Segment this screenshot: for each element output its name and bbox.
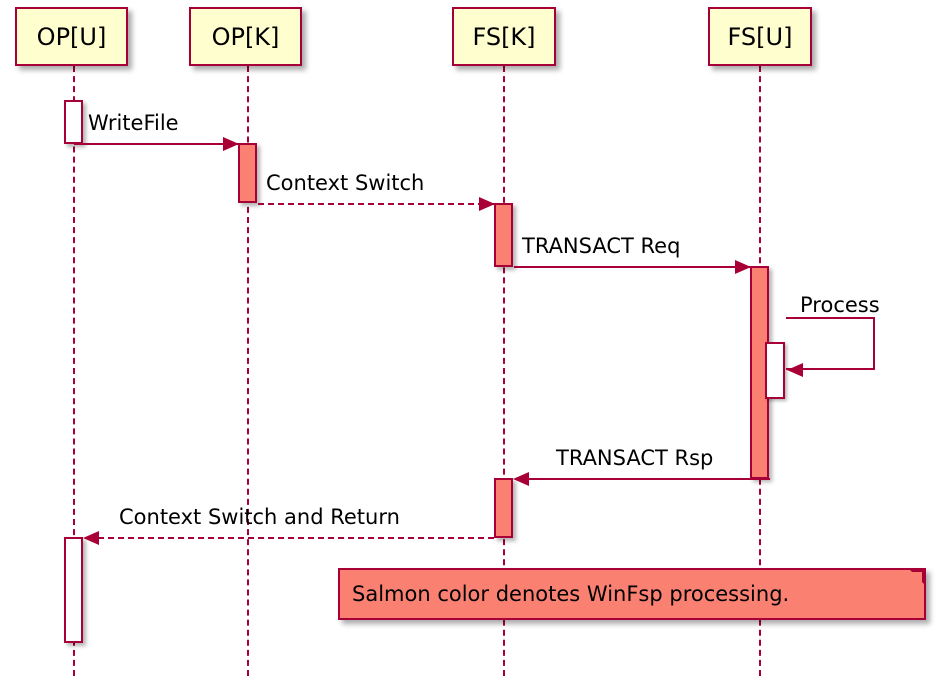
lifeline-op-k	[247, 66, 249, 676]
note-salmon-legend: Salmon color denotes WinFsp processing.	[338, 568, 926, 620]
participant-op-u[interactable]: OP[U]	[15, 7, 128, 66]
message-line-writefile	[74, 143, 238, 145]
activation-bar-fs-k-2	[494, 478, 513, 538]
activation-bar-op-u-2	[64, 537, 83, 643]
participant-fs-k[interactable]: FS[K]	[452, 7, 556, 66]
message-label-transact-req: TRANSACT Req	[522, 234, 681, 258]
message-line-transact-rsp	[528, 478, 770, 480]
participant-op-k[interactable]: OP[K]	[189, 7, 302, 66]
message-line-transact-req	[514, 266, 750, 268]
message-label-writefile: WriteFile	[88, 111, 179, 135]
message-label-transact-rsp: TRANSACT Rsp	[556, 446, 714, 470]
lifeline-op-u	[73, 66, 75, 676]
participant-label: FS[K]	[472, 22, 536, 51]
arrowhead-right-context-switch	[479, 197, 495, 211]
message-line-context-switch	[258, 203, 494, 205]
message-loop-process	[786, 317, 875, 370]
message-line-context-switch-return	[98, 537, 494, 539]
activation-bar-fs-u-2-nested	[765, 342, 785, 399]
arrowhead-right-transact-req	[735, 260, 751, 274]
activation-bar-op-u-1	[64, 100, 83, 144]
participant-fs-u[interactable]: FS[U]	[708, 7, 812, 66]
activation-bar-fs-k-1	[494, 203, 513, 267]
message-label-context-switch-return: Context Switch and Return	[119, 505, 400, 529]
participant-label: FS[U]	[727, 22, 793, 51]
arrowhead-left-context-switch-return	[83, 531, 99, 545]
arrowhead-right-writefile	[223, 137, 239, 151]
activation-bar-op-k-1	[238, 143, 257, 203]
arrowhead-left-process	[787, 363, 803, 377]
lifeline-fs-k	[503, 66, 505, 676]
note-text: Salmon color denotes WinFsp processing.	[352, 581, 790, 606]
message-label-context-switch: Context Switch	[266, 171, 425, 195]
arrowhead-left-transact-rsp	[513, 472, 529, 486]
note-fold-corner-inner-icon	[911, 572, 922, 583]
message-label-process: Process	[800, 293, 880, 317]
participant-label: OP[U]	[36, 22, 107, 51]
participant-label: OP[K]	[211, 22, 280, 51]
